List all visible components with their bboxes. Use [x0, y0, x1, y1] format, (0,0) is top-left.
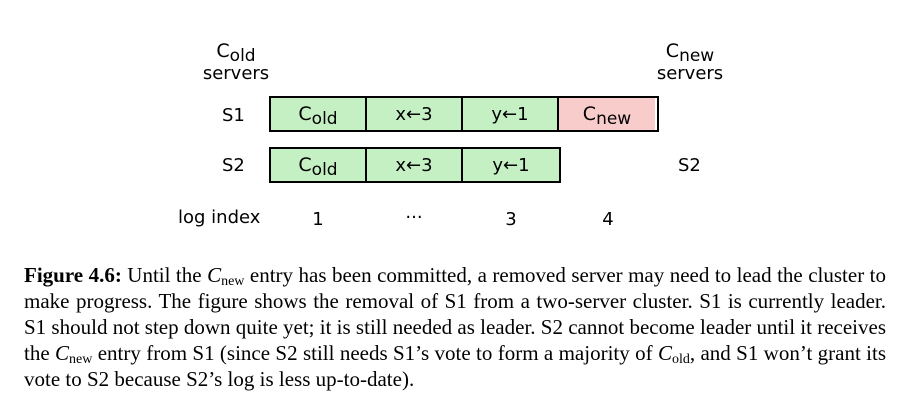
figure-caption: Figure 4.6: Until the Cnew entry has bee…: [24, 262, 886, 392]
caption-text-1: Until the: [121, 263, 208, 287]
caption-cnew-1-sub: new: [221, 274, 245, 289]
entry-s2-1-content: Cold: [298, 154, 337, 179]
log-index-ellipsis: ···: [405, 207, 423, 228]
caption-cnew-2: C: [55, 341, 70, 365]
entry-s2-2-text: x←3: [395, 154, 433, 176]
log-row-s1: Cold x←3 y←1 Cnew: [269, 96, 659, 132]
cnew-header-symbol: Cnew: [650, 40, 730, 66]
caption-text-3: entry from S1 (since S2 still needs S1’s…: [92, 341, 658, 365]
log-row-s2: Cold x←3 y←1: [269, 147, 561, 183]
log-entry-s2-3: y←1: [463, 149, 559, 181]
caption-cnew-2-sub: new: [69, 352, 93, 367]
cold-servers-header: Cold servers: [198, 40, 274, 85]
cnew-servers-header: Cnew servers: [650, 40, 730, 85]
row-label-s1: S1: [222, 105, 245, 126]
entry-s1-4-letter: C: [582, 103, 597, 125]
cold-header-letter: C: [216, 40, 230, 62]
entry-s1-1-content: Cold: [298, 103, 337, 128]
entry-s1-4-sub: new: [596, 109, 632, 129]
entry-s1-1-letter: C: [298, 103, 312, 125]
entry-s1-1-sub: old: [311, 109, 338, 129]
entry-s2-3-text: y←1: [492, 154, 530, 176]
cold-header-sub: old: [229, 46, 256, 66]
cold-header-symbol: Cold: [198, 40, 274, 66]
caption-text-2: entry has been committed, a removed serv…: [24, 263, 886, 365]
cnew-header-sub: new: [679, 46, 715, 66]
row-label-s2: S2: [222, 155, 245, 176]
entry-s1-4-content: Cnew: [582, 103, 631, 128]
caption-cold: C: [657, 341, 672, 365]
cold-header-line2: servers: [202, 63, 270, 84]
log-entry-s2-2: x←3: [367, 149, 463, 181]
entry-s2-1-letter: C: [298, 154, 312, 176]
entry-s1-2-text: x←3: [395, 103, 433, 125]
entry-s2-1-sub: old: [311, 160, 338, 180]
entry-s1-3-text: y←1: [491, 103, 529, 125]
caption-cnew-1: C: [207, 263, 222, 287]
log-index-1: 1: [312, 209, 324, 230]
caption-label: Figure 4.6:: [24, 263, 122, 287]
log-entry-s1-2: x←3: [367, 98, 463, 130]
log-entry-s1-1: Cold: [271, 98, 367, 130]
right-label-s2: S2: [678, 155, 701, 176]
log-entry-s1-3: y←1: [463, 98, 559, 130]
caption-text-4: , and S1 won’t grant its vote to S2 beca…: [24, 341, 886, 391]
cnew-header-line2: servers: [656, 63, 724, 84]
cnew-header-letter: C: [665, 40, 680, 62]
log-entry-s2-1: Cold: [271, 149, 367, 181]
caption-cold-sub: old: [671, 352, 690, 367]
log-index-4: 4: [602, 209, 614, 230]
log-index-3: 3: [505, 209, 517, 230]
configuration-diagram: Cold servers Cnew servers S1 Cold x←3 y←…: [178, 40, 730, 230]
log-entry-s1-4: Cnew: [559, 98, 655, 130]
log-index-label: log index: [178, 207, 261, 228]
